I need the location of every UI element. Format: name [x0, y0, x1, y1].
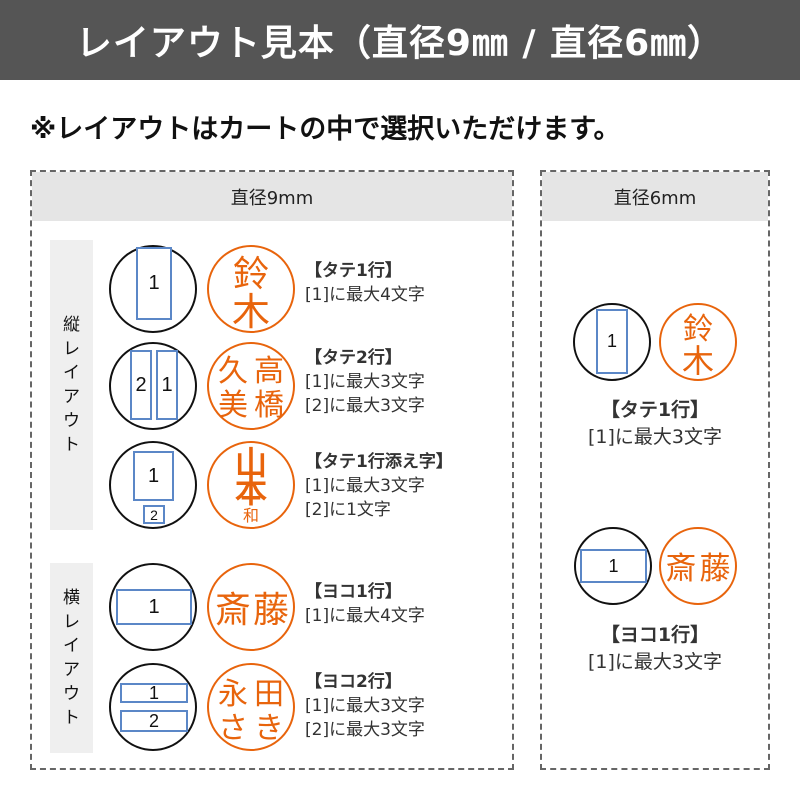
page-title-bar: レイアウト見本（直径9㎜ / 直径6㎜） — [0, 0, 800, 80]
slot-1: 1 — [156, 350, 178, 420]
stamp-char: 久 — [218, 354, 248, 389]
layout-desc-line: [2]に1文字 — [305, 500, 391, 520]
label-char: ウ — [63, 684, 80, 704]
slot-1: 1 — [116, 589, 192, 625]
layout-desc-heading: 【タテ1行】 — [600, 399, 710, 421]
layout-desc-tate1: 【タテ1行】 [1]に最大4文字 — [305, 259, 425, 307]
layout-desc-yoko2: 【ヨコ2行】 [1]に最大3文字 [2]に最大3文字 — [305, 670, 425, 742]
stamp-char: 斎 — [665, 550, 697, 587]
layout-diagram-circle — [109, 663, 197, 751]
stamp-char: 美 — [218, 388, 248, 423]
layout-desc-6mm-tate1: 【タテ1行】 [1]に最大3文字 — [541, 397, 769, 451]
layout-desc-tate1-sub: 【タテ1行添え字】 [1]に最大3文字 [2]に1文字 — [305, 450, 453, 522]
stamp-char: 和 — [242, 506, 259, 525]
label-char: 縦 — [63, 315, 80, 335]
stamp-char: 田 — [254, 677, 284, 712]
slot-1: 1 — [596, 309, 628, 374]
horizontal-layout-label: 横 レ イ ア ウ ト — [50, 563, 93, 753]
layout-desc-heading: 【ヨコ2行】 — [305, 672, 402, 692]
slot-2: 2 — [120, 710, 188, 732]
stamp-char: 山 — [234, 444, 267, 482]
stamp-char: 本 — [234, 472, 267, 510]
label-char: ト — [63, 708, 80, 728]
layout-desc-line: [1]に最大3文字 — [587, 651, 722, 673]
layout-desc-yoko1: 【ヨコ1行】 [1]に最大4文字 — [305, 580, 425, 628]
stamp-char: 鈴 — [683, 312, 713, 347]
label-char: レ — [63, 339, 80, 359]
page-title: レイアウト見本（直径9㎜ / 直径6㎜） — [75, 23, 725, 64]
stamp-char: 永 — [218, 677, 248, 712]
vertical-layout-label: 縦 レ イ ア ウ ト — [50, 240, 93, 530]
layout-desc-line: [1]に最大4文字 — [305, 606, 425, 626]
slot-2: 2 — [143, 505, 165, 524]
stamp-preview: 斎 藤 — [207, 563, 295, 651]
layout-desc-line: [1]に最大3文字 — [587, 426, 722, 448]
layout-desc-6mm-yoko1: 【ヨコ1行】 [1]に最大3文字 — [541, 622, 769, 676]
layout-desc-line: [1]に最大3文字 — [305, 372, 425, 392]
stamp-char: 高 — [254, 354, 284, 389]
stamp-preview: 永 田 さ き — [207, 663, 295, 751]
slot-1: 1 — [133, 451, 174, 501]
layout-desc-heading: 【タテ1行】 — [305, 261, 402, 281]
slot-1: 1 — [136, 247, 172, 320]
label-char: ア — [63, 660, 80, 680]
label-char: イ — [63, 363, 80, 383]
layout-desc-line: [2]に最大3文字 — [305, 720, 425, 740]
stamp-char: 橋 — [254, 388, 284, 423]
panel-9mm-heading-text: 直径9mm — [230, 187, 314, 209]
label-char: レ — [63, 612, 80, 632]
stamp-char: 鈴 — [232, 254, 269, 295]
panel-6mm-heading-text: 直径6mm — [613, 187, 697, 209]
stamp-preview: 高 橋 久 美 — [207, 342, 295, 430]
layout-desc-line: [1]に最大4文字 — [305, 285, 425, 305]
slot-1: 1 — [120, 683, 188, 703]
panel-6mm-heading: 直径6mm — [542, 172, 768, 221]
label-char: ウ — [63, 411, 80, 431]
layout-desc-line: [1]に最大3文字 — [305, 476, 425, 496]
layout-desc-line: [2]に最大3文字 — [305, 396, 425, 416]
slot-2: 2 — [130, 350, 152, 420]
stamp-char: 藤 — [699, 550, 731, 587]
layout-desc-tate2: 【タテ2行】 [1]に最大3文字 [2]に最大3文字 — [305, 346, 425, 418]
label-char: イ — [63, 636, 80, 656]
label-char: 横 — [63, 588, 80, 608]
stamp-char: さ — [218, 711, 248, 746]
layout-desc-heading: 【タテ2行】 — [305, 348, 402, 368]
layout-desc-heading: 【ヨコ1行】 — [600, 624, 710, 646]
stamp-char: 木 — [681, 342, 714, 380]
layout-notice: ※レイアウトはカートの中で選択いただけます。 — [30, 114, 621, 145]
stamp-preview: 鈴 木 — [659, 303, 737, 381]
panel-6mm: 直径6mm — [540, 170, 770, 770]
layout-desc-heading: 【ヨコ1行】 — [305, 582, 402, 602]
stamp-char: 斎 — [214, 590, 251, 631]
stamp-char: 藤 — [252, 590, 289, 631]
slot-1: 1 — [580, 549, 647, 583]
layout-diagram-circle — [109, 342, 197, 430]
layout-desc-line: [1]に最大3文字 — [305, 696, 425, 716]
label-char: ト — [63, 435, 80, 455]
stamp-char: 木 — [231, 289, 270, 334]
stamp-preview: 鈴 木 — [207, 245, 295, 334]
stamp-preview: 山 本 和 — [207, 441, 295, 529]
layout-desc-heading: 【タテ1行添え字】 — [305, 452, 453, 472]
stamp-preview: 斎 藤 — [659, 527, 737, 605]
stamp-char: き — [254, 711, 284, 746]
label-char: ア — [63, 387, 80, 407]
panel-9mm-heading: 直径9mm — [32, 172, 512, 221]
